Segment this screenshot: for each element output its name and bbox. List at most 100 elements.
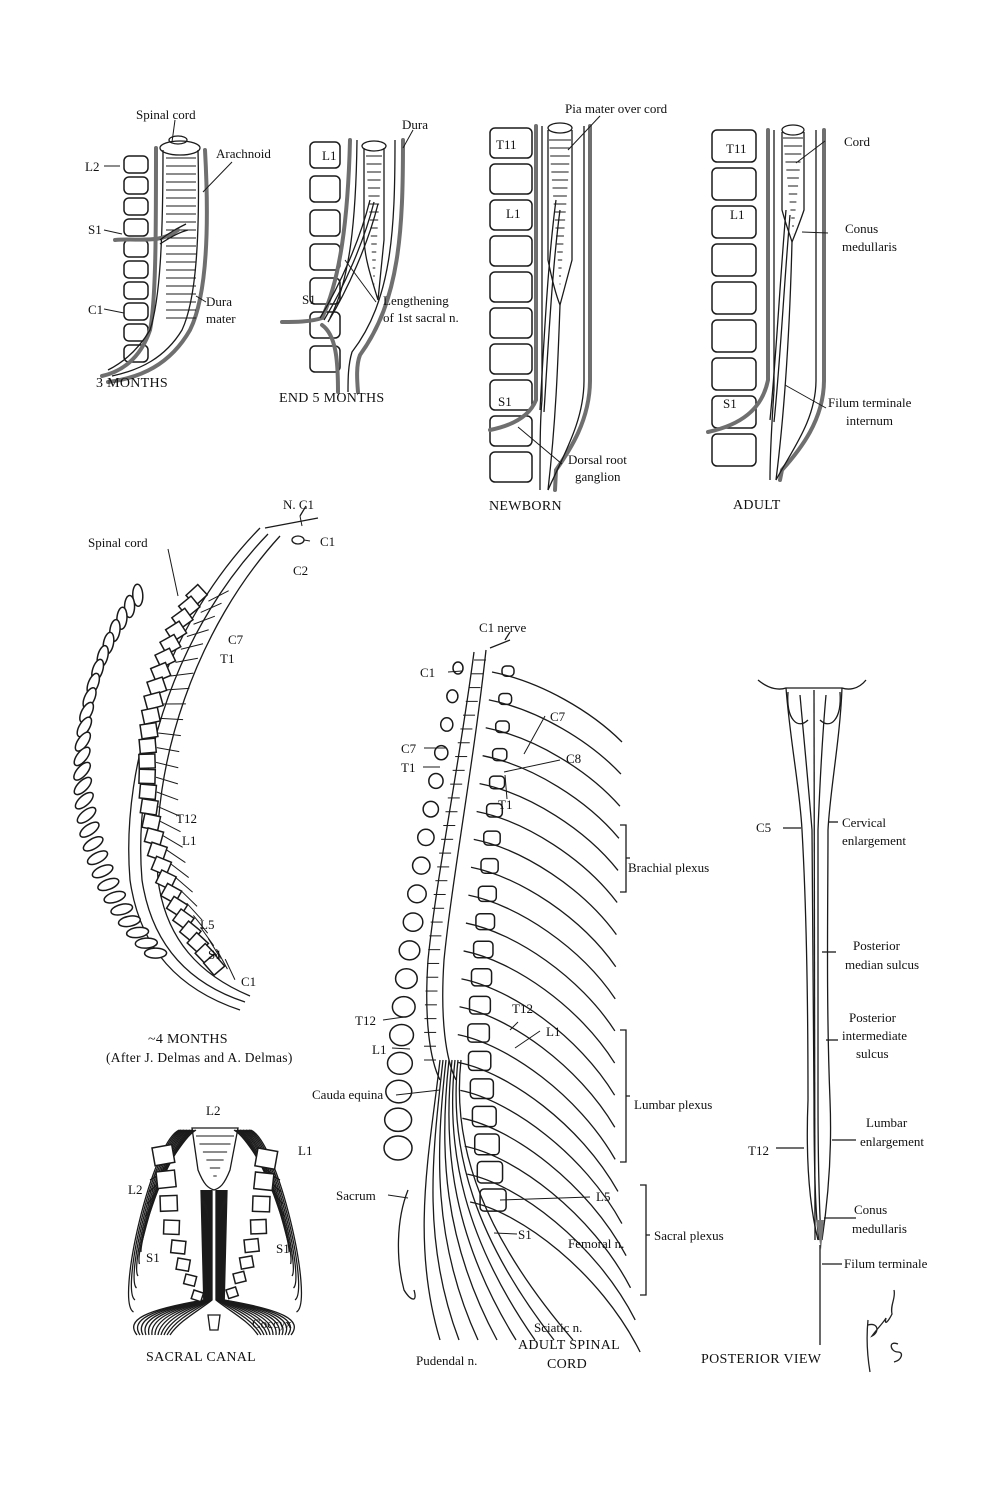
caption-adult: ADULT xyxy=(733,498,781,513)
vertebral-body xyxy=(140,706,162,726)
nerve-root xyxy=(250,1129,303,1313)
spinous-process xyxy=(134,937,159,949)
nerve-root xyxy=(244,1129,292,1265)
spinous-process xyxy=(398,940,421,961)
nerve-root xyxy=(127,1129,180,1313)
vertebra xyxy=(225,1285,240,1300)
spinous-process xyxy=(82,835,104,852)
label-t1-nerve: T1 xyxy=(498,797,513,812)
label-s1: S1 xyxy=(302,292,316,307)
label-c8-nerve: C8 xyxy=(566,751,582,766)
spinal-nerve xyxy=(468,894,616,1000)
label-s1: S1 xyxy=(88,222,102,237)
spinal-nerve xyxy=(488,699,622,775)
label-coccyx: Coccyx xyxy=(252,1316,292,1331)
nerve-root xyxy=(166,1189,212,1336)
label-medullaris: medullaris xyxy=(842,239,897,254)
vertebra xyxy=(123,260,149,279)
vertebra xyxy=(155,1169,177,1190)
label-conus: Conus xyxy=(845,221,879,236)
nerve-root xyxy=(133,1129,183,1289)
label-sciatic-n: Sciatic n. xyxy=(534,1320,583,1335)
spinous-process xyxy=(411,856,431,875)
spinal-nerve xyxy=(200,602,222,613)
spinal-nerve xyxy=(166,687,190,691)
leader-lines xyxy=(103,115,829,1235)
label-t1: T1 xyxy=(220,651,235,666)
nerve-root xyxy=(216,1189,262,1336)
spinal-nerve xyxy=(216,948,228,970)
vertebra xyxy=(169,1239,187,1255)
spinous-process xyxy=(439,717,454,732)
spinous-process xyxy=(103,890,127,904)
spinal-nerve xyxy=(224,958,236,980)
vertebra xyxy=(251,1195,271,1213)
vertebral-body xyxy=(483,830,501,846)
vertebra xyxy=(711,319,757,353)
vertebral-body xyxy=(150,855,173,877)
spinal-nerve xyxy=(170,672,194,677)
vertebra xyxy=(175,1257,192,1273)
label-c7-nerve: C7 xyxy=(550,709,566,724)
panel-adult-spinal-cord-drawing xyxy=(383,631,650,1353)
spinous-process xyxy=(446,689,459,704)
spinal-nerve xyxy=(479,782,619,871)
vertebra xyxy=(190,1289,205,1303)
vertebra xyxy=(711,205,757,239)
label-pia-mater-over-cord: Pia mater over cord xyxy=(565,101,668,116)
vertebral-body xyxy=(202,952,226,977)
spinal-nerve xyxy=(160,820,181,833)
spinal-nerve xyxy=(460,1089,623,1224)
nerve-root xyxy=(217,1189,268,1336)
panel-posterior-view-drawing xyxy=(757,679,867,1345)
spinal-nerve xyxy=(156,747,180,753)
label-s1: S1 xyxy=(723,396,737,411)
label-dorsal-root: Dorsal root xyxy=(568,452,627,467)
label-l2-top: L2 xyxy=(206,1103,221,1118)
caption-newborn: NEWBORN xyxy=(489,499,562,514)
vertebra xyxy=(249,1218,268,1235)
label-brachial-plexus: Brachial plexus xyxy=(628,860,710,875)
vertebra xyxy=(489,307,533,339)
label-c2: C2 xyxy=(293,563,309,578)
spinous-process xyxy=(383,1135,413,1161)
label-t12-nerve: T12 xyxy=(512,1001,533,1016)
vertebral-body xyxy=(138,768,157,785)
label-mater: mater xyxy=(206,311,236,326)
spinous-process xyxy=(391,995,416,1018)
vertebra xyxy=(489,163,533,195)
label-s1-left: S1 xyxy=(146,1250,160,1265)
spinous-process xyxy=(74,731,92,752)
vertebra xyxy=(711,167,757,201)
caption-end-5-months: END 5 MONTHS xyxy=(279,391,385,406)
spinous-process xyxy=(132,583,144,607)
vertebra xyxy=(489,451,533,483)
caption-posterior-view: POSTERIOR VIEW xyxy=(701,1352,822,1367)
vertebral-body xyxy=(488,775,506,790)
spinal-nerve xyxy=(207,938,221,959)
vertebra xyxy=(232,1270,247,1285)
spinal-nerve xyxy=(158,732,181,737)
label-t11: T11 xyxy=(496,137,517,152)
spinal-nerve xyxy=(157,806,180,817)
label-sacral-plexus: Sacral plexus xyxy=(654,1228,724,1243)
spinal-nerve xyxy=(469,1201,641,1353)
spinal-nerve xyxy=(463,950,616,1064)
vertebral-body xyxy=(467,1023,491,1043)
spinal-nerve xyxy=(465,922,616,1032)
vertebra xyxy=(123,302,149,321)
spinous-process xyxy=(143,947,168,959)
spinous-process xyxy=(74,791,94,810)
spinal-nerve xyxy=(482,755,620,839)
spinal-nerve xyxy=(160,717,184,721)
label-c1-top: C1 xyxy=(320,534,336,549)
label-cauda-equina: Cauda equina xyxy=(312,1087,384,1102)
spinous-process xyxy=(117,915,141,928)
spinal-nerve xyxy=(461,978,616,1096)
spinal-nerve xyxy=(163,703,186,705)
spinous-process xyxy=(79,821,100,838)
cauda-equina-root xyxy=(432,1059,460,1341)
label-arachnoid: Arachnoid xyxy=(216,146,271,161)
label-c7-vertebra: C7 xyxy=(401,741,417,756)
